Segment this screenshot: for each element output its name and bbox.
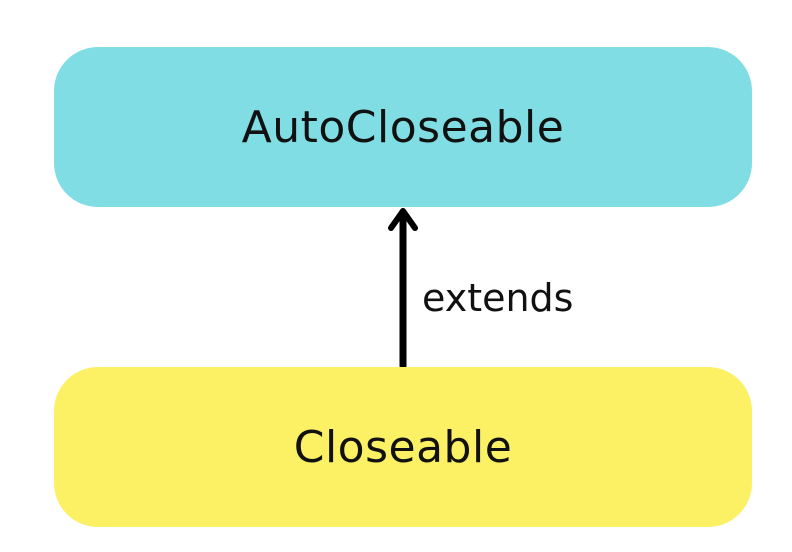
extends-label: extends	[422, 276, 574, 320]
extends-arrow-head	[388, 208, 418, 231]
closeable-label: Closeable	[293, 421, 513, 473]
closeable-node: Closeable	[54, 367, 752, 527]
autocloseable-label: AutoCloseable	[241, 101, 565, 153]
autocloseable-node: AutoCloseable	[54, 47, 752, 207]
